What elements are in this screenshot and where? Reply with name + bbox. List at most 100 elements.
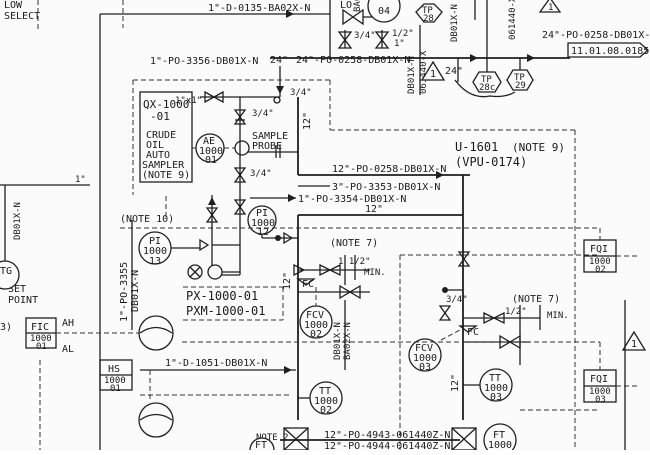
- revision-triangle: [420, 60, 446, 81]
- meter-diag: [283, 427, 309, 451]
- fc-label-b: FC: [467, 327, 479, 338]
- flow-arrow: [470, 54, 478, 62]
- line-label-1051: 1"-D-1051-DB01X-N: [165, 358, 267, 369]
- size-24-a: 24": [270, 55, 288, 66]
- tp-28c-l1: TP: [481, 75, 492, 85]
- note7-label-b: (NOTE 7): [512, 294, 560, 305]
- tg-l1: TG: [0, 266, 12, 277]
- ae-l2: 1000: [199, 146, 223, 157]
- min-label-a: MIN.: [364, 268, 386, 278]
- pi13-l2: 1000: [143, 246, 167, 257]
- valve-icon: [438, 305, 452, 315]
- flow-element-b: [138, 402, 174, 438]
- size-3-4-top: 3/4": [354, 31, 376, 41]
- pxm-label: PXM-1000-01: [186, 304, 265, 318]
- fqi02-l3: 02: [595, 265, 606, 275]
- valve-icon: [483, 311, 496, 325]
- db01x-vertical-label: DB01X-N: [407, 56, 417, 94]
- fcv02-l1: FCV: [306, 310, 324, 321]
- flow-arrow: [208, 197, 216, 205]
- al-label: AL: [62, 344, 74, 355]
- fqi03-l1: FQI: [590, 374, 608, 385]
- flow-arrow: [284, 366, 292, 374]
- x061440-label-b: 061440-X: [508, 0, 518, 40]
- pi12-l2: 1000: [251, 218, 275, 229]
- size-24-b: 24": [445, 66, 463, 77]
- hs-l3: 01: [110, 384, 121, 394]
- pi12-l1: PI: [256, 208, 268, 219]
- sample-probe-l2: PROBE: [252, 141, 282, 152]
- u1601-label: U-1601: [455, 140, 498, 154]
- tp-29-l1: TP: [514, 73, 525, 83]
- fcv02-l3: 02: [310, 329, 322, 340]
- size-12-a: 12": [302, 112, 313, 130]
- valve-icon: [337, 31, 353, 42]
- ba02x-label: BA02X-N: [353, 0, 363, 12]
- size-3-4-a: 3/4": [290, 88, 312, 98]
- fc-label-a: FC: [302, 279, 314, 290]
- tt03-l3: 03: [490, 392, 502, 403]
- note7-label-a: (NOTE 7): [330, 238, 378, 249]
- valve-icon: [457, 257, 471, 267]
- valve-icon: [233, 205, 247, 215]
- line-label-3355-b: DB01X-N: [130, 270, 141, 312]
- fic-l3: 01: [36, 342, 47, 352]
- fic-l2: 1000: [30, 334, 52, 344]
- ae-l1: AE: [203, 136, 215, 147]
- hs-l2: 1000: [104, 376, 126, 386]
- valve-icon: [233, 199, 247, 209]
- low-select-label-1: LOW: [4, 0, 23, 11]
- tp-28-l1: TP: [422, 6, 433, 16]
- ft03-l2: 1000: [488, 440, 512, 450]
- size-12-d: 12": [282, 272, 293, 290]
- valve-icon: [233, 173, 247, 183]
- pipe-loop: [454, 79, 516, 98]
- tp-28c-l2: 28c: [479, 83, 495, 93]
- triangle-label-3: 1: [631, 339, 637, 350]
- flow-arrow: [276, 86, 284, 94]
- line-label-3355-a: 1"-PO-3355: [119, 262, 130, 322]
- line-label-3356: 1"-PO-3356-DB01X-N: [150, 56, 258, 67]
- offpage-connector: [567, 42, 649, 58]
- analyzer-element: [234, 140, 250, 156]
- fic-l1: FIC: [31, 322, 49, 333]
- tt03-l1: TT: [489, 373, 501, 384]
- x061440-label-a: 061440-X: [419, 50, 429, 94]
- valve-icon: [438, 311, 452, 321]
- size-1-left: 1": [75, 175, 86, 185]
- min-label-b: MIN.: [547, 311, 569, 321]
- motor-x: [189, 266, 201, 278]
- partial-3-label: 3): [0, 322, 12, 333]
- size-1-2-top: 1/2": [392, 29, 414, 39]
- vpu-label: (VPU-0174): [455, 155, 527, 169]
- fcv02-l2: 1000: [304, 320, 328, 331]
- hs-l1: HS: [108, 364, 120, 375]
- size-12-b: 12": [365, 204, 383, 215]
- connection-dot: [275, 235, 281, 241]
- size-1-2-b: 1/2": [505, 307, 527, 317]
- valve-icon: [233, 109, 247, 119]
- sampler-l7: (NOTE 9): [142, 170, 190, 181]
- bubble-04-text: 04: [378, 6, 390, 17]
- sampler-l1: QX-1000: [143, 98, 189, 111]
- flow-arrow: [286, 10, 294, 18]
- valve-icon: [342, 8, 355, 26]
- note9-label: (NOTE 9): [512, 141, 565, 154]
- fqi02-l2: 1000: [589, 257, 611, 267]
- db01x-mid-label: DB01X-N: [333, 322, 343, 360]
- note10-label: (NOTE 10): [120, 214, 174, 225]
- sampler-package-box: [139, 91, 193, 183]
- pi13-l3: 13: [149, 256, 161, 267]
- tt02-l2: 1000: [314, 396, 338, 407]
- flow-arrow: [288, 194, 296, 202]
- flow-arrow: [527, 54, 535, 62]
- control-valve-icon: [458, 325, 478, 333]
- sampler-l3: CRUDE: [146, 130, 176, 141]
- valve-icon: [212, 90, 224, 104]
- offpage-tag-0185: 11.01.08.0185: [571, 46, 649, 57]
- line-label-3353: 3"-PO-3353-DB01X-N: [332, 182, 440, 193]
- set-point-l1: SET: [8, 284, 26, 295]
- px-label: PX-1000-01: [186, 289, 258, 303]
- ae-l3: 01: [205, 155, 217, 166]
